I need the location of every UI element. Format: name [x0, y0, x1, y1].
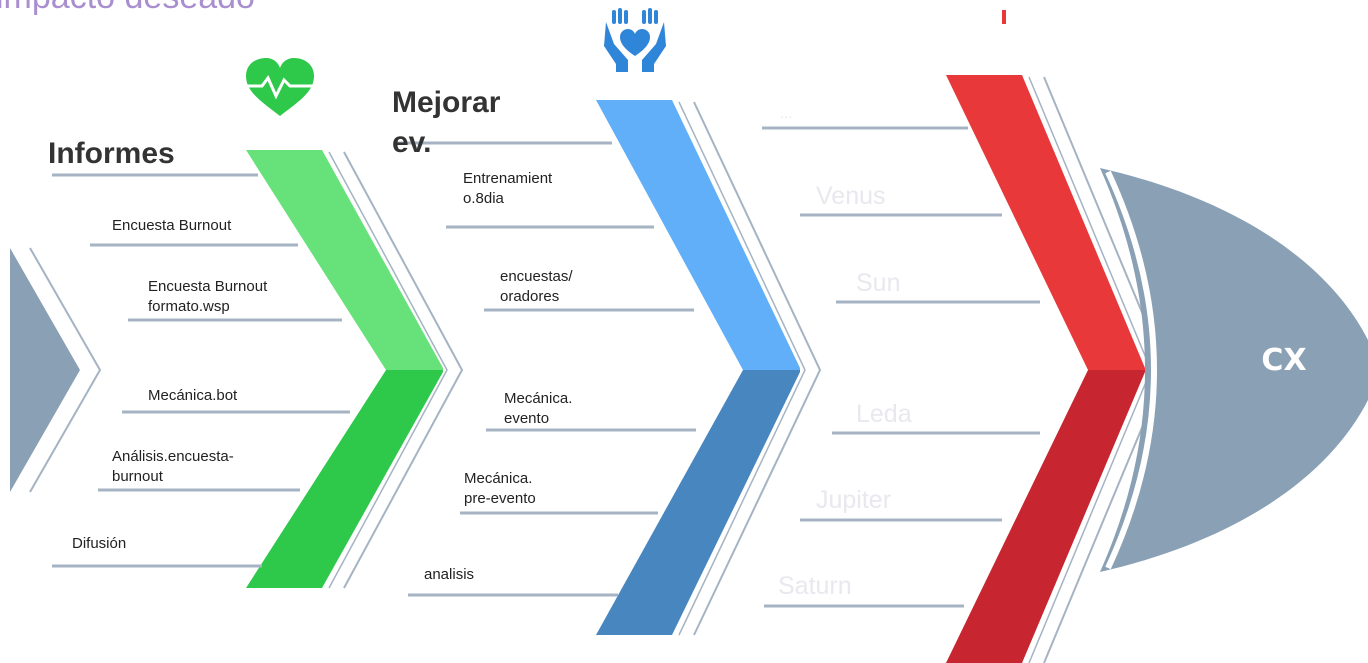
chevron-upper-green [246, 150, 443, 370]
branch-label: Mecánica. pre-evento [464, 470, 537, 507]
category-mejorar-ev: Mejorar ev. Entrenamient o.8dia encuesta… [392, 8, 822, 636]
chevron-lower-green [246, 370, 443, 588]
tail-outline [29, 247, 102, 493]
tail-chevron [10, 248, 80, 492]
chevron-outline-blue-2 [678, 101, 806, 636]
category-title: Informes [48, 137, 175, 170]
chevron-lower-red [946, 370, 1145, 663]
red-mark-icon [1002, 10, 1006, 24]
branch-label: Leda [856, 400, 912, 428]
branch-label: analisis [424, 566, 474, 583]
branch-label: Difusión [72, 535, 126, 552]
branch-label: ... [780, 105, 793, 122]
branch-label: Análisis.encuesta- burnout [112, 448, 238, 485]
branch-label: Mecánica. evento [504, 390, 577, 427]
head-shape [1100, 168, 1368, 572]
heartbeat-icon [242, 58, 318, 116]
chevron-outline-green-2 [328, 151, 448, 589]
fish-head: CX [1100, 168, 1368, 572]
branch-label: Saturn [778, 572, 852, 600]
branch-label: Encuesta Burnout [112, 217, 232, 234]
branch-label: Sun [856, 269, 900, 297]
category-title: Mejorar ev. [392, 86, 509, 159]
branch-label: Encuesta Burnout formato.wsp [148, 278, 271, 315]
category-informes: Informes Encuesta Burnout Encuesta Burno… [48, 58, 464, 589]
chevron-upper-blue [596, 100, 800, 370]
branch-label: Jupiter [816, 486, 891, 514]
branch-label: Entrenamient o.8dia [463, 170, 556, 207]
chevron-upper-red [946, 75, 1145, 370]
chevron-lower-blue [596, 370, 800, 635]
head-notch [1105, 170, 1157, 570]
chevron-outline-green-1 [343, 151, 464, 589]
head-label: CX [1261, 343, 1306, 378]
hands-heart-icon [604, 8, 666, 72]
branch-label: Venus [816, 182, 886, 210]
branch-label: encuestas/ oradores [500, 268, 577, 305]
diagram-top-title: impacto deseado [0, 0, 255, 16]
chevron-outline-blue-1 [693, 101, 822, 636]
branch-label: Mecánica.bot [148, 387, 238, 404]
